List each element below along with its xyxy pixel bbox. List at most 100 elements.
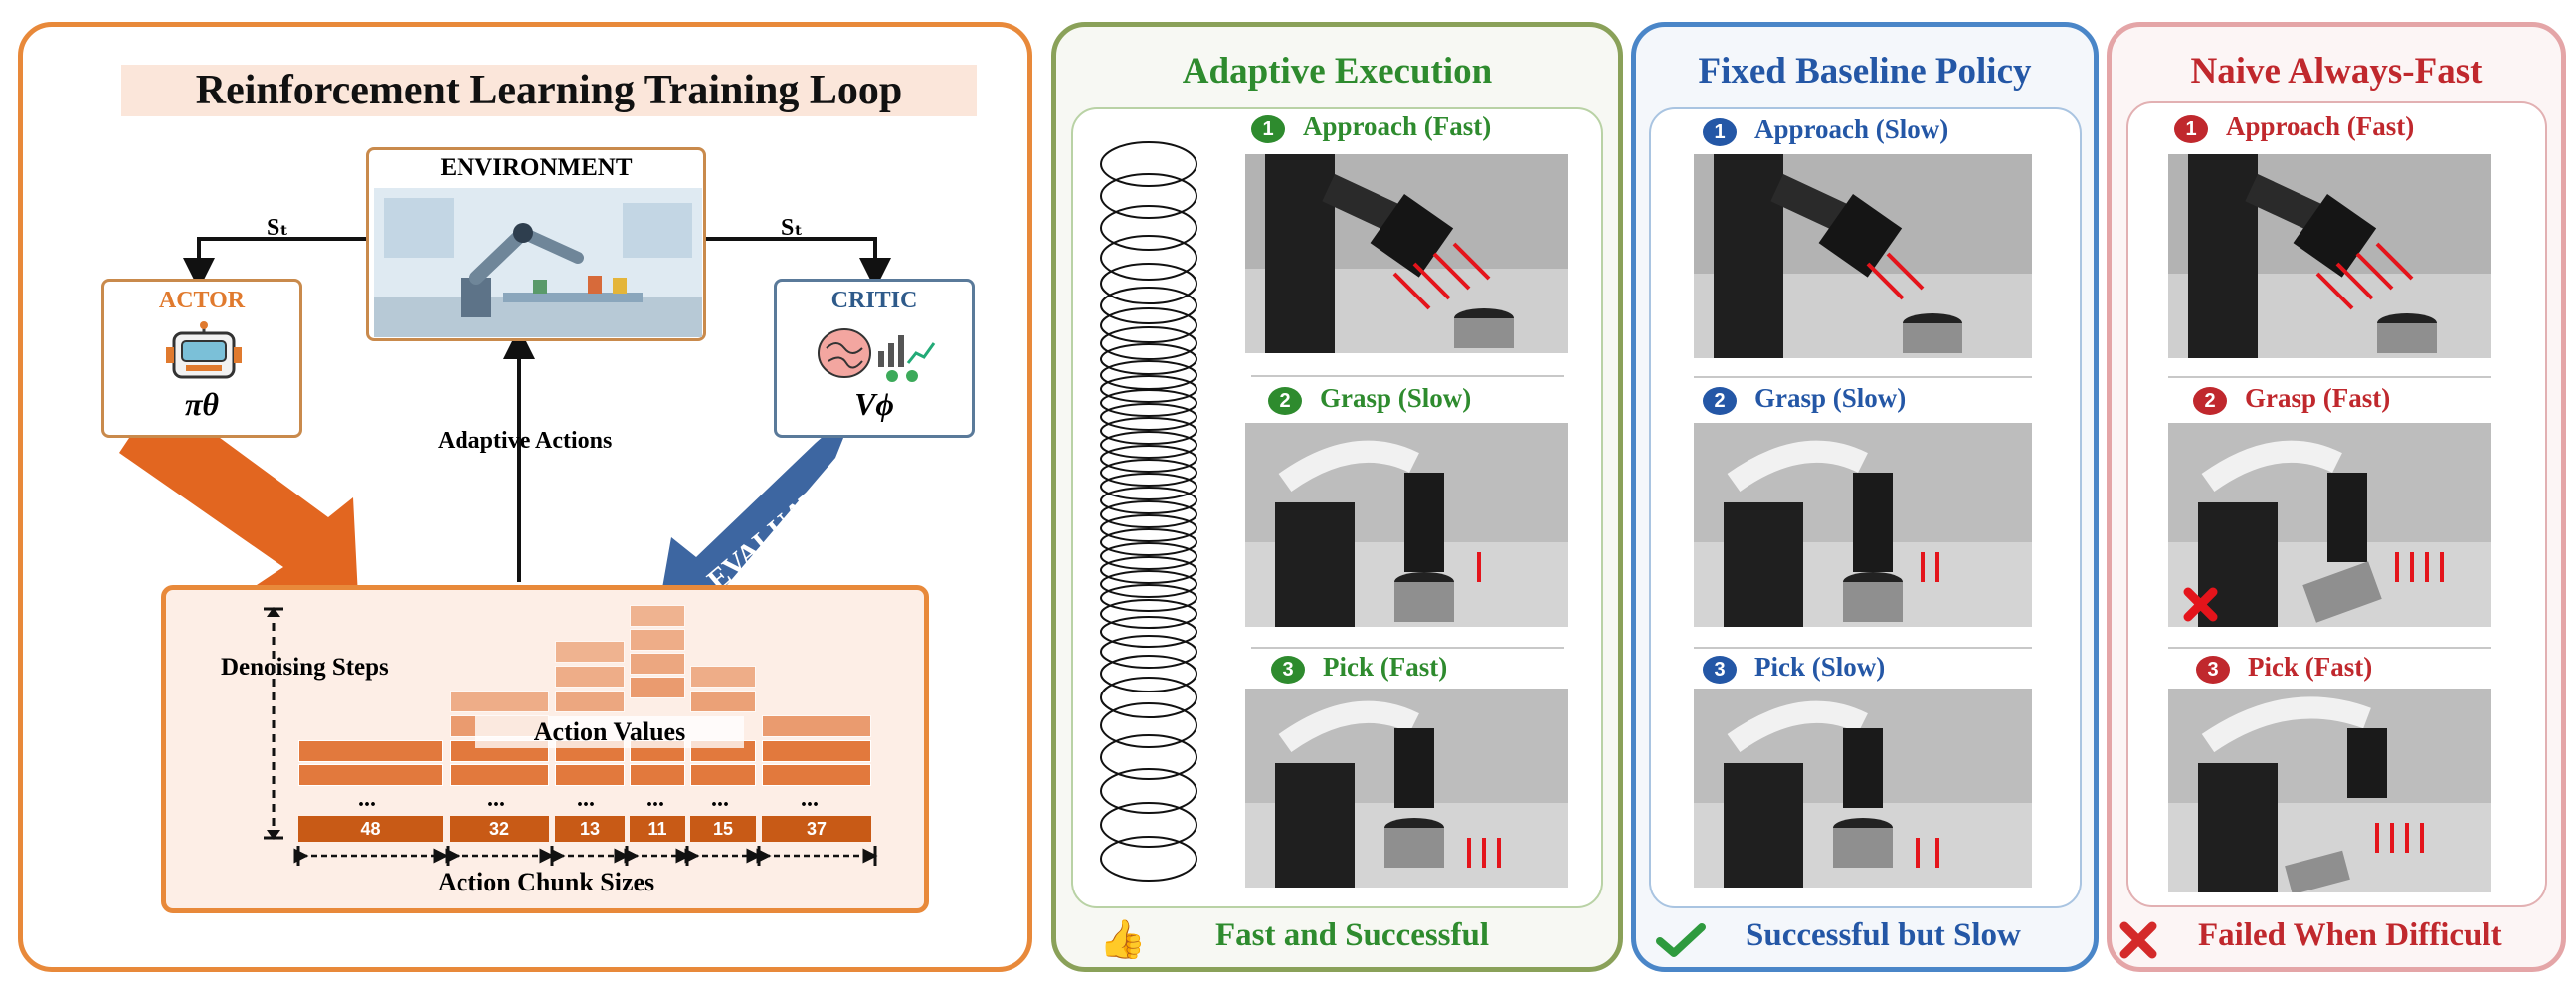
action-block (450, 764, 549, 786)
actor-policy-symbol: πθ (184, 386, 220, 422)
denoising-steps-label: Denoising Steps (221, 654, 389, 681)
naive-grasp-photo (2168, 423, 2491, 627)
naive-title: Naive Always-Fast (2190, 51, 2483, 92)
lab-robot-illustration (374, 188, 702, 337)
robot-icon (166, 321, 242, 379)
spring-icon (1100, 141, 1197, 882)
separator (1251, 647, 1564, 649)
step-badge: 1 (2174, 114, 2208, 143)
critic-label: CRITIC (830, 288, 918, 313)
action-block (690, 764, 756, 786)
cross-icon (2119, 921, 2157, 959)
action-block (630, 629, 685, 651)
step-badge: 2 (2193, 386, 2227, 415)
chunk-size-dimension-arrows (293, 846, 878, 866)
adaptive-step-2: 2 Grasp (Slow) (1268, 383, 1471, 415)
action-chunk-sizes-label: Action Chunk Sizes (438, 868, 655, 896)
chunk-size-11: 11 (630, 816, 685, 842)
action-block (630, 605, 685, 627)
evaluate-arrow (656, 408, 855, 622)
chunk-size-37: 37 (762, 816, 871, 842)
step-label: Approach (Fast) (2226, 111, 2415, 141)
fixed-title: Fixed Baseline Policy (1698, 51, 2032, 92)
chunk-size-15: 15 (690, 816, 756, 842)
separator (2168, 647, 2491, 649)
state-label-left: Sₜ (267, 215, 289, 241)
action-values-label: Action Values (475, 716, 744, 748)
adaptive-approach-photo (1245, 154, 1568, 353)
step-label: Grasp (Slow) (1754, 383, 1907, 413)
action-block (762, 715, 871, 737)
step-badge: 2 (1703, 386, 1737, 415)
naive-step-3: 3 Pick (Fast) (2196, 652, 2372, 684)
naive-step-2: 2 Grasp (Fast) (2193, 383, 2390, 415)
adaptive-footer: Fast and Successful (1215, 917, 1490, 953)
fixed-step-2: 2 Grasp (Slow) (1703, 383, 1906, 415)
separator (1694, 647, 2032, 649)
rl-arrows (119, 237, 891, 622)
adaptive-step-3: 3 Pick (Fast) (1271, 652, 1447, 684)
fixed-grasp-photo (1694, 423, 2032, 627)
predict-arrow (119, 393, 358, 597)
step-badge: 2 (1268, 386, 1302, 415)
chunk-size-13: 13 (555, 816, 625, 842)
environment-label: ENVIRONMENT (440, 154, 633, 181)
adaptive-step-1: 1 Approach (Fast) (1251, 111, 1491, 143)
step-label: Grasp (Fast) (2245, 383, 2391, 413)
fixed-step-3: 3 Pick (Slow) (1703, 652, 1885, 684)
ellipsis: ... (358, 786, 376, 812)
step-badge: 3 (1703, 655, 1737, 684)
check-icon (1656, 923, 1706, 957)
step-badge: 1 (1251, 114, 1285, 143)
action-block (630, 677, 685, 698)
ellipsis: ... (646, 786, 664, 812)
state-label-right: Sₜ (781, 215, 804, 241)
fixed-footer: Successful but Slow (1746, 917, 2021, 953)
adaptive-actions-label: Adaptive Actions (438, 428, 613, 454)
action-block (630, 764, 685, 786)
actor-label: ACTOR (158, 288, 246, 313)
step-label: Pick (Slow) (1754, 652, 1886, 682)
environment-box: ENVIRONMENT (366, 147, 706, 341)
step-badge: 3 (2196, 655, 2230, 684)
critic-box: CRITIC Vϕ (774, 279, 975, 438)
action-block (762, 740, 871, 762)
separator (2168, 376, 2491, 378)
step-label: Pick (Fast) (1323, 652, 1448, 682)
ellipsis: ... (487, 786, 505, 812)
action-block (450, 691, 549, 712)
step-label: Approach (Slow) (1754, 114, 1949, 144)
step-badge: 3 (1271, 655, 1305, 684)
action-block (555, 764, 625, 786)
thumbs-up-icon: 👍 (1099, 919, 1147, 961)
naive-step-1: 1 Approach (Fast) (2174, 111, 2414, 143)
adaptive-pick-photo (1245, 689, 1568, 888)
rl-title: Reinforcement Learning Training Loop (121, 65, 977, 116)
separator (1694, 376, 2032, 378)
brain-chart-icon (818, 328, 936, 382)
naive-pick-photo (2168, 689, 2491, 892)
fixed-step-1: 1 Approach (Slow) (1703, 114, 1948, 146)
step-label: Grasp (Slow) (1320, 383, 1472, 413)
action-block (690, 666, 756, 688)
actor-box: ACTOR πθ (101, 279, 302, 438)
chunk-size-48: 48 (298, 816, 443, 842)
action-block (630, 653, 685, 675)
step-label: Pick (Fast) (2248, 652, 2373, 682)
step-badge: 1 (1703, 117, 1737, 146)
chunk-size-32: 32 (450, 816, 549, 842)
action-block (298, 764, 443, 786)
naive-approach-photo (2168, 154, 2491, 358)
separator (1251, 375, 1564, 377)
ellipsis: ... (711, 786, 729, 812)
fixed-approach-photo (1694, 154, 2032, 358)
action-block (762, 764, 871, 786)
action-block (555, 641, 625, 663)
action-block (555, 691, 625, 712)
action-block (555, 666, 625, 688)
action-block (690, 691, 756, 712)
step-label: Approach (Fast) (1303, 111, 1492, 141)
denoising-axis (264, 607, 283, 840)
action-block (298, 740, 443, 762)
adaptive-grasp-photo (1245, 423, 1568, 627)
